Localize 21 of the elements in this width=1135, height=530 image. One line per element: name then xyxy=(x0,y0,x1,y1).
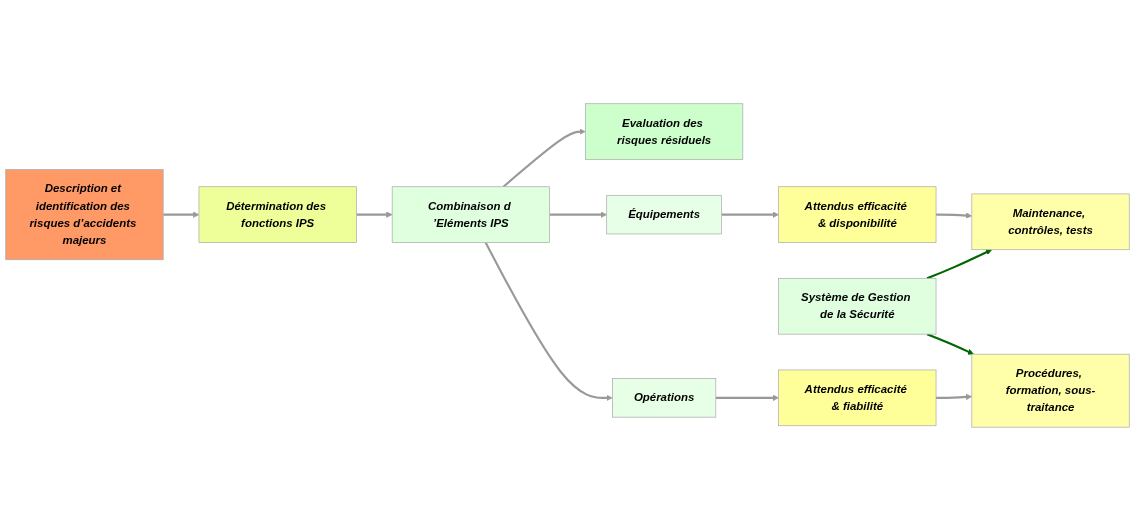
arrow xyxy=(502,128,586,188)
node-box: Attendus efficacité & fiabilité xyxy=(778,369,937,426)
arrow xyxy=(715,394,779,401)
arrow xyxy=(721,211,779,218)
arrow xyxy=(163,211,200,218)
arrow xyxy=(356,211,393,218)
node-box: Détermination des fonctions IPS xyxy=(198,185,357,243)
node-box: Combinaison d ’Eléments IPS xyxy=(391,185,550,243)
arrow xyxy=(549,211,607,218)
node-box: Équipements xyxy=(606,194,722,234)
node-box: Evaluation des risques résiduels xyxy=(585,102,744,160)
arrow xyxy=(936,211,973,219)
arrow xyxy=(484,241,613,401)
node-box: Attendus efficacité & disponibilité xyxy=(778,185,937,243)
node-box: Opérations xyxy=(612,377,717,418)
node-box: Procédures, formation, sous-traitance xyxy=(971,353,1130,428)
node-box: Description et identification des risques d’accidents majeurs xyxy=(5,168,164,260)
node-box: Maintenance, contrôles, tests xyxy=(971,193,1130,250)
node-box: Système de Gestion de la Sécurité xyxy=(778,277,937,335)
arrow xyxy=(936,393,973,400)
arrow xyxy=(926,332,974,355)
